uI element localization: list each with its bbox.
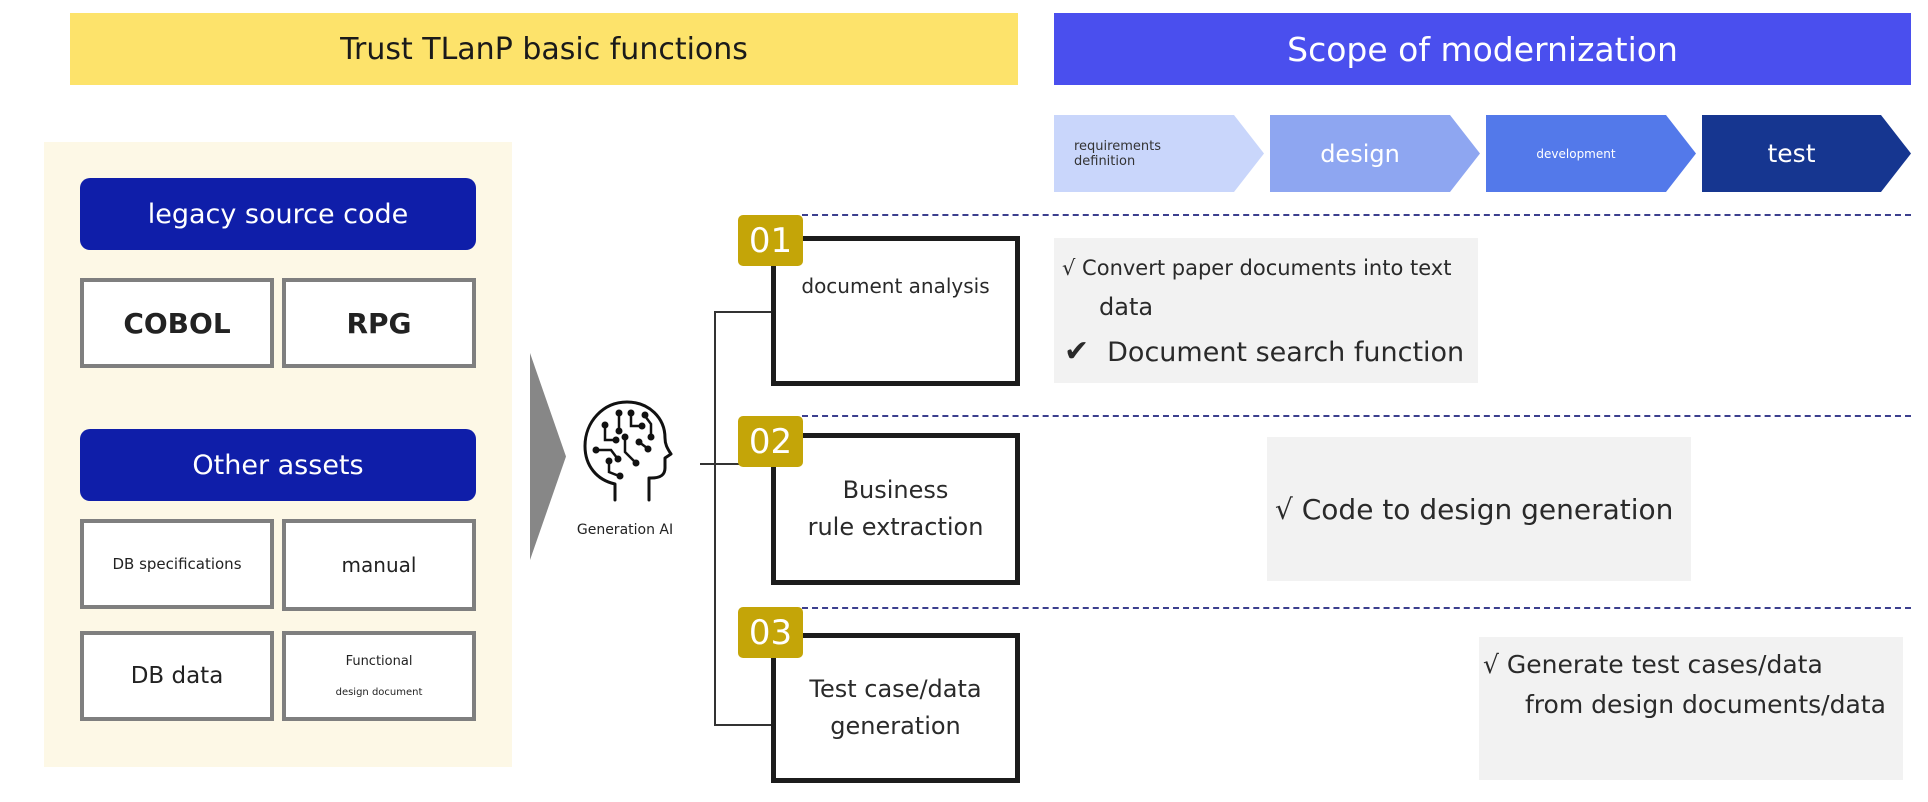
step3-number-badge: 03 [738, 607, 803, 658]
asset-cobol: COBOL [80, 278, 274, 368]
check-icon: ✔ [1064, 334, 1090, 369]
step1-description: √ Convert paper documents into text data… [1054, 238, 1478, 383]
left-header: Trust TLanP basic functions [70, 13, 1018, 85]
dashed-separator [802, 415, 1911, 417]
step2-label-line1: Business [842, 476, 949, 504]
step1-desc-line3: ✔ Document search function [1064, 334, 1464, 369]
step2-label-line2: rule extraction [807, 513, 984, 541]
step2-number-badge: 02 [738, 416, 803, 467]
step3-description: √ Generate test cases/data from design d… [1479, 637, 1903, 780]
dashed-separator [802, 607, 1911, 609]
asset-manual: manual [282, 519, 476, 611]
step1-label: document analysis [801, 274, 990, 298]
connector-vertical [714, 311, 716, 725]
asset-functional-design-document: Functional design document [282, 631, 476, 721]
brain-circuit-icon [583, 400, 673, 502]
step1-desc-line2: data [1099, 293, 1154, 321]
connector-step2 [700, 463, 772, 465]
step3-label-line2: generation [830, 712, 961, 740]
generation-ai-label: Generation AI [576, 522, 674, 538]
functional-doc-line1: Functional [345, 654, 413, 669]
legacy-source-code-title: legacy source code [80, 178, 476, 250]
right-header: Scope of modernization [1054, 13, 1911, 85]
asset-db-data: DB data [80, 631, 274, 721]
phase-requirements: requirements definition [1054, 115, 1264, 192]
step-document-analysis: document analysis [771, 236, 1020, 386]
functional-doc-line2: design document [335, 687, 423, 698]
asset-db-specifications: DB specifications [80, 519, 274, 609]
step3-label-line1: Test case/data [809, 675, 982, 703]
phase-test: test [1702, 115, 1911, 192]
step-business-rule-extraction: Business rule extraction [771, 433, 1020, 585]
other-assets-title: Other assets [80, 429, 476, 501]
step2-description: √ Code to design generation [1267, 437, 1691, 581]
step1-desc-line1: √ Convert paper documents into text [1062, 256, 1452, 280]
phase-development: development [1486, 115, 1696, 192]
connector-step3 [714, 724, 772, 726]
step3-desc-line2: from design documents/data [1525, 690, 1886, 719]
step3-desc-line1: √ Generate test cases/data [1483, 650, 1823, 679]
step1-number-badge: 01 [738, 215, 803, 266]
step1-desc-line3-text: Document search function [1107, 337, 1465, 368]
dashed-separator [802, 214, 1911, 216]
phase-design: design [1270, 115, 1480, 192]
asset-rpg: RPG [282, 278, 476, 368]
step-test-case-generation: Test case/data generation [771, 633, 1020, 783]
connector-step1 [714, 311, 772, 313]
